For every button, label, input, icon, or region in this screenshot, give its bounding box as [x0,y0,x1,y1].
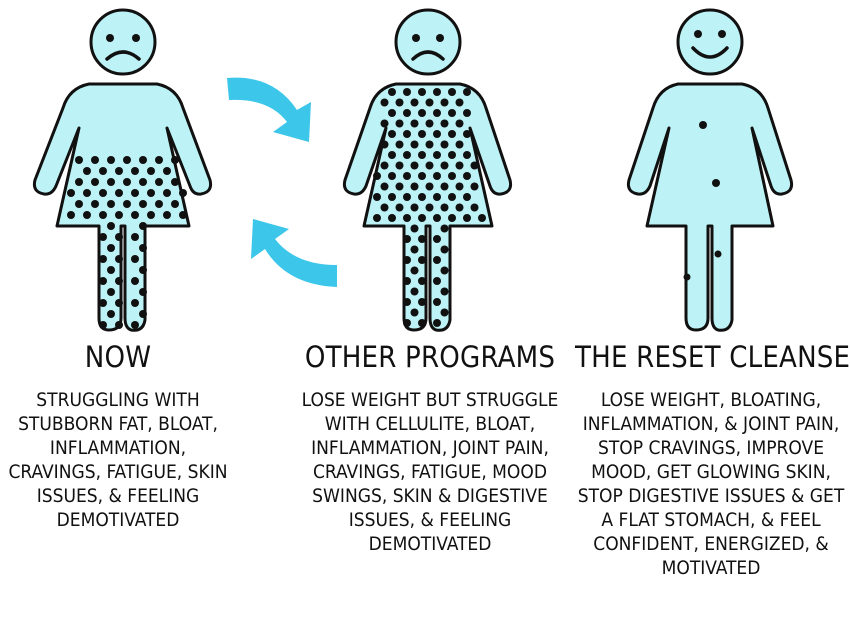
column-title-now: NOW [84,340,152,374]
figure-other-programs [320,0,550,335]
column-title-other-programs: OTHER PROGRAMS [304,340,556,374]
curved-arrow-right-icon [227,77,311,142]
curved-arrow-left-icon [251,219,337,287]
column-title-reset-cleanse: THE RESET CLEANSE [575,340,850,374]
woman-happy-few-dots-icon [626,8,794,332]
figure-reset-cleanse [615,0,845,335]
arrow-to-other-programs [225,70,335,149]
column-description-reset-cleanse: LOSE WEIGHT, BLOATING, INFLAMMATION, & J… [577,389,845,579]
column-description-now: STRUGGLING WITH STUBBORN FAT, BLOAT, INF… [8,389,228,531]
figure-now [5,0,235,335]
arrow-back-to-now [225,215,340,299]
column-description-other-programs: LOSE WEIGHT BUT STRUGGLE WITH CELLULITE,… [301,389,559,555]
woman-sad-lower-dots-icon [32,8,213,332]
woman-sad-full-dots-icon [342,8,513,332]
